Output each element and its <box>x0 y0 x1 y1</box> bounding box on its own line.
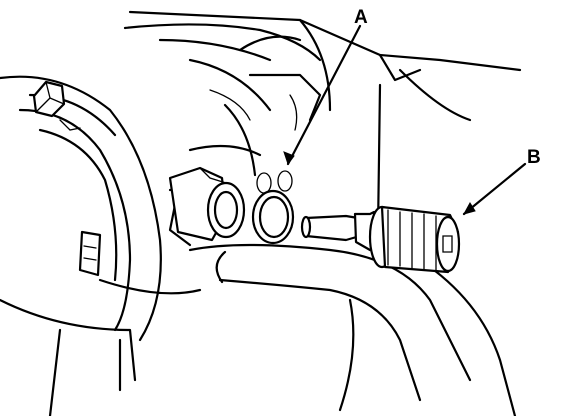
sensor-boss <box>168 166 246 242</box>
callout-a-label: A <box>354 7 368 28</box>
bolt <box>32 80 66 118</box>
callout-b-label: B <box>527 147 541 168</box>
leader-lines <box>283 24 527 216</box>
flange <box>0 75 162 342</box>
sensor <box>300 205 461 274</box>
o-ring <box>251 170 295 245</box>
